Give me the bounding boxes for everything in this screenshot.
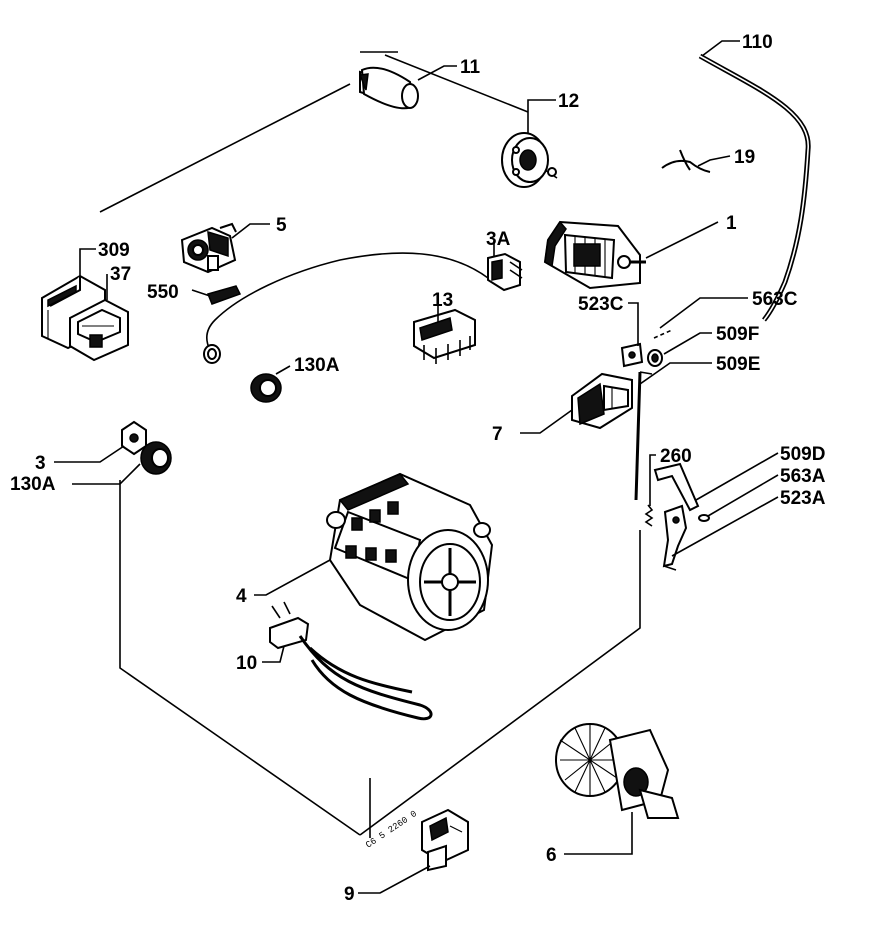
part-523a-lever-assembly [662, 504, 688, 571]
label-130a-left: 130A [10, 474, 56, 495]
label-110: 110 [742, 32, 773, 53]
label-3a: 3A [486, 229, 511, 250]
part-5-door-lock [180, 222, 237, 274]
label-563a: 563A [780, 466, 826, 487]
part-7-solenoid [571, 372, 633, 430]
part-37-module [69, 298, 129, 362]
label-523c: 523C [578, 294, 624, 315]
label-309: 309 [98, 240, 130, 261]
part-509e-rod [634, 371, 653, 501]
label-9: 9 [344, 884, 355, 905]
label-130a-top: 130A [294, 355, 340, 376]
part-523c-bracket [620, 342, 644, 368]
part-6-pump [555, 723, 680, 819]
label-509d: 509D [780, 444, 825, 465]
leader-lines [54, 40, 779, 894]
part-3a-cable [205, 252, 489, 351]
label-523a: 523A [780, 488, 826, 509]
label-5: 5 [276, 215, 287, 236]
label-260: 260 [660, 446, 692, 467]
label-509f: 509F [716, 324, 759, 345]
drawing-code: C6 5 2260 0 [364, 809, 419, 851]
part-110-hose [698, 53, 811, 322]
part-13-terminal-block [413, 308, 476, 364]
part-11-capacitor [358, 66, 419, 110]
label-563c: 563C [752, 289, 798, 310]
part-130a-grommet-left [140, 441, 172, 475]
part-3-connector [121, 420, 147, 456]
part-12-pressure-switch [501, 132, 558, 188]
part-563a-pin [698, 514, 710, 522]
part-3a-connector [203, 344, 221, 364]
part-550-cylinder [206, 285, 242, 305]
label-6: 6 [546, 845, 557, 866]
label-1: 1 [726, 213, 737, 234]
part-130a-grommet-top [250, 373, 282, 403]
label-4: 4 [236, 586, 247, 607]
cabinet-outline [99, 51, 641, 838]
part-10-heater [269, 601, 433, 721]
label-13: 13 [432, 290, 453, 311]
part-563c-pin [653, 329, 673, 339]
label-10: 10 [236, 653, 257, 674]
part-9-relay [421, 808, 469, 872]
part-260-spring [644, 504, 654, 527]
label-3: 3 [35, 453, 46, 474]
label-19: 19 [734, 147, 755, 168]
part-19-clip [661, 149, 711, 173]
label-509e: 509E [716, 354, 760, 375]
label-37: 37 [110, 264, 131, 285]
part-4-motor [326, 472, 494, 642]
label-12: 12 [558, 91, 579, 112]
part-509f-nut [647, 349, 663, 367]
part-1-timer [543, 220, 646, 290]
label-7: 7 [492, 424, 503, 445]
part-509d-lever [653, 462, 700, 512]
label-550: 550 [147, 282, 179, 303]
label-11: 11 [460, 57, 481, 78]
part-labels: 110 11 12 19 1 5 3A 309 37 550 13 523C 5… [10, 32, 826, 905]
part-3a-switch [487, 252, 523, 292]
